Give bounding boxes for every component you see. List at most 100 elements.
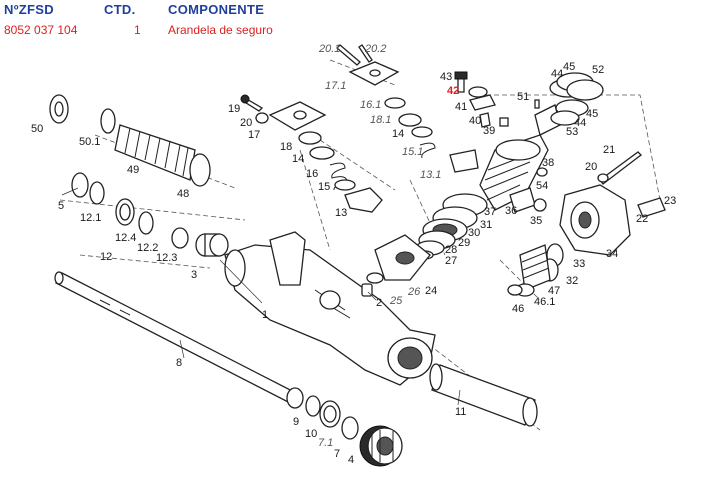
part-24-cover[interactable] bbox=[374, 234, 431, 281]
callout-15: 15 bbox=[318, 181, 330, 193]
part-20-washer[interactable] bbox=[255, 112, 269, 124]
part-1-steering-housing[interactable] bbox=[224, 231, 436, 386]
callout-16-1: 16.1 bbox=[360, 99, 381, 111]
callout-15-1: 15.1 bbox=[402, 146, 423, 158]
callout-34: 34 bbox=[606, 248, 618, 260]
callout-29: 29 bbox=[458, 237, 470, 249]
callout-43: 43 bbox=[440, 71, 452, 83]
callout-44b: 44 bbox=[574, 117, 586, 129]
part-26-ring[interactable] bbox=[366, 272, 384, 284]
part-16-1-ring[interactable] bbox=[384, 97, 406, 109]
part-54-ring[interactable] bbox=[536, 167, 548, 177]
part-43-screw[interactable] bbox=[454, 71, 468, 93]
part-13-1-bracket[interactable] bbox=[449, 149, 479, 173]
callout-49: 49 bbox=[127, 164, 139, 176]
part-20-1-bolt[interactable] bbox=[336, 44, 361, 66]
callout-30: 30 bbox=[468, 227, 480, 239]
part-41-plate[interactable] bbox=[469, 94, 496, 111]
callout-9: 9 bbox=[293, 416, 299, 428]
part-14b-ring[interactable] bbox=[411, 126, 433, 138]
callout-19: 19 bbox=[228, 103, 240, 115]
callout-17-1: 17.1 bbox=[325, 80, 346, 92]
part-10-ring[interactable] bbox=[319, 400, 341, 428]
part-22-cap[interactable] bbox=[637, 197, 666, 218]
callout-2: 2 bbox=[376, 297, 382, 309]
part-15-pressure-piece[interactable] bbox=[334, 179, 356, 191]
part-44b-ring[interactable] bbox=[550, 110, 580, 126]
part-17-1-cover[interactable] bbox=[348, 61, 400, 86]
callout-5: 5 bbox=[58, 200, 64, 212]
part-34-valve-housing[interactable] bbox=[559, 184, 631, 256]
callout-14b: 14 bbox=[392, 128, 404, 140]
callout-51: 51 bbox=[517, 91, 529, 103]
callout-50: 50 bbox=[31, 123, 43, 135]
callout-47: 47 bbox=[548, 285, 560, 297]
callout-leaders bbox=[61, 187, 461, 406]
part-5-ring[interactable] bbox=[71, 172, 89, 198]
callout-53: 53 bbox=[566, 126, 578, 138]
callout-12-1: 12.1 bbox=[80, 212, 101, 224]
callout-45a: 45 bbox=[563, 61, 575, 73]
callout-28: 28 bbox=[445, 244, 457, 256]
callout-46-1: 46.1 bbox=[534, 296, 555, 308]
part-52-ring[interactable] bbox=[566, 79, 604, 101]
part-48-clamp[interactable] bbox=[189, 153, 211, 187]
part-3-bushing[interactable] bbox=[195, 233, 229, 257]
part-13-bracket[interactable] bbox=[344, 187, 383, 213]
part-18-1-ring[interactable] bbox=[398, 113, 422, 127]
callout-17: 17 bbox=[248, 129, 260, 141]
callout-37: 37 bbox=[484, 206, 496, 218]
callout-42-selected[interactable]: 42 bbox=[447, 85, 459, 97]
callout-21: 21 bbox=[603, 144, 615, 156]
part-20-2-bolt[interactable] bbox=[358, 44, 373, 63]
callout-32: 32 bbox=[566, 275, 578, 287]
callout-50-1: 50.1 bbox=[79, 136, 100, 148]
callout-36: 36 bbox=[505, 205, 517, 217]
part-7-ring[interactable] bbox=[341, 416, 359, 440]
callout-39: 39 bbox=[483, 125, 495, 137]
part-17-gasket[interactable] bbox=[268, 101, 327, 131]
callout-45b: 45 bbox=[586, 108, 598, 120]
part-18-plug[interactable] bbox=[298, 131, 322, 145]
callout-27: 27 bbox=[445, 255, 457, 267]
part-46-ring[interactable] bbox=[507, 284, 523, 296]
part-35-ring[interactable] bbox=[533, 198, 547, 212]
callout-44a: 44 bbox=[551, 68, 563, 80]
part-40-bolt[interactable] bbox=[479, 112, 491, 128]
part-47-spool[interactable] bbox=[519, 244, 551, 291]
part-9-ring[interactable] bbox=[305, 395, 321, 417]
part-12-4-ring[interactable] bbox=[115, 198, 135, 226]
part-39-nut[interactable] bbox=[499, 117, 509, 127]
part-20b-washer[interactable] bbox=[597, 173, 609, 183]
part-4-nut[interactable] bbox=[359, 425, 403, 467]
part-50-1-clamp[interactable] bbox=[100, 108, 116, 134]
part-11-protective-tube[interactable] bbox=[429, 363, 538, 427]
selected-part-number[interactable]: 8052 037 104 bbox=[4, 23, 78, 37]
part-8-rack-bar[interactable] bbox=[54, 271, 304, 409]
part-38-pinion-valve[interactable] bbox=[479, 134, 549, 211]
part-49-bellows-boot[interactable] bbox=[114, 124, 196, 181]
callout-46: 46 bbox=[512, 303, 524, 315]
callout-12-3: 12.3 bbox=[156, 252, 177, 264]
part-51-pin[interactable] bbox=[534, 99, 540, 109]
part-19-screw[interactable] bbox=[240, 94, 264, 112]
callout-22: 22 bbox=[636, 213, 648, 225]
selected-component-name[interactable]: Arandela de seguro bbox=[168, 23, 273, 37]
part-42-lock-washer[interactable] bbox=[468, 86, 488, 98]
callout-48: 48 bbox=[177, 188, 189, 200]
callout-1: 1 bbox=[262, 309, 268, 321]
callout-35: 35 bbox=[530, 215, 542, 227]
callout-12-2: 12.2 bbox=[137, 242, 158, 254]
part-12-2-ring[interactable] bbox=[138, 211, 154, 235]
callout-4: 4 bbox=[348, 454, 354, 466]
callout-25: 25 bbox=[389, 295, 403, 307]
part-21-bolt[interactable] bbox=[599, 151, 642, 185]
part-15-1-spring[interactable] bbox=[419, 142, 436, 159]
part-14a-ring[interactable] bbox=[309, 146, 335, 160]
callout-54: 54 bbox=[536, 180, 548, 192]
callout-18: 18 bbox=[280, 141, 292, 153]
part-12-1-ring[interactable] bbox=[89, 181, 105, 205]
part-12-3-ring[interactable] bbox=[171, 227, 189, 249]
part-2-plug[interactable] bbox=[361, 283, 373, 297]
part-50-washer[interactable] bbox=[49, 94, 69, 124]
